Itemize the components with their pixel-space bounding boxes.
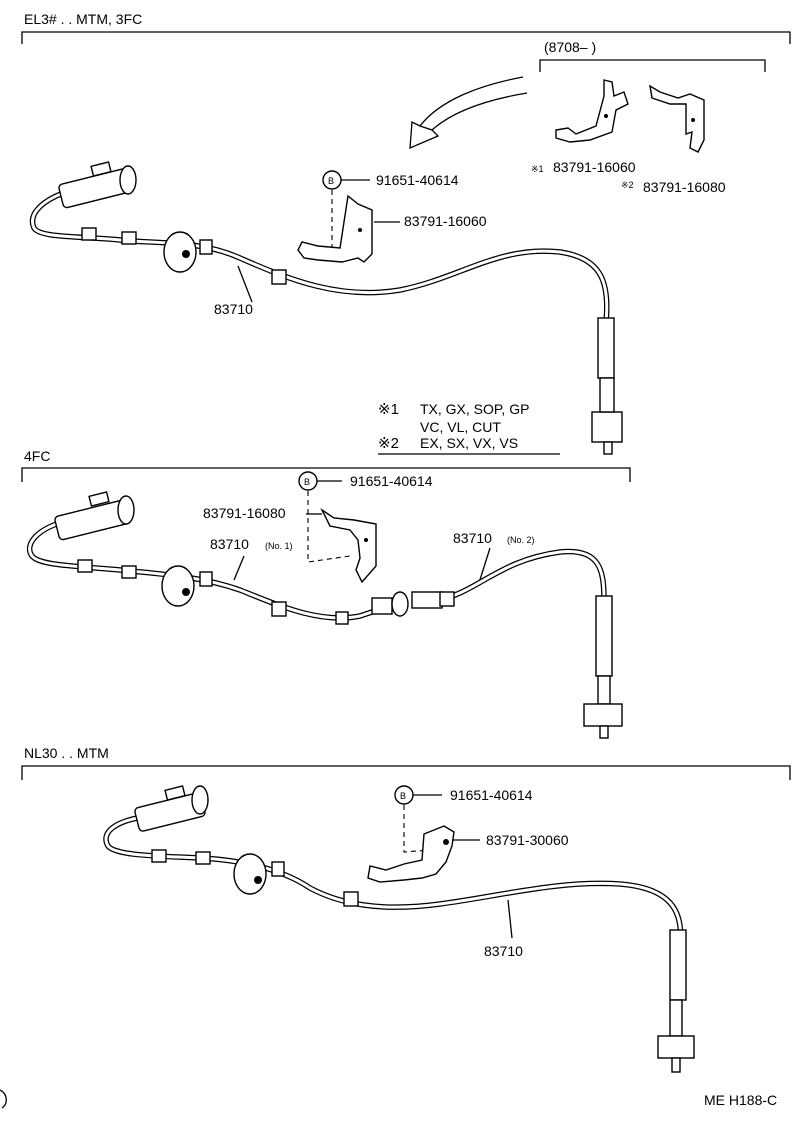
inset-note2-mark: ※2 xyxy=(621,180,634,190)
inset-bracket-line xyxy=(539,59,766,72)
speedometer-cable xyxy=(29,161,623,455)
cable-part-number: 83710 xyxy=(484,943,523,959)
inset-bracket-1 xyxy=(555,79,629,143)
section-title: NL30 . . MTM xyxy=(24,745,109,761)
bracket-part-number: 83791-16060 xyxy=(404,213,487,229)
bolt-b-letter: B xyxy=(400,791,406,801)
cable2-part-number: 83710 xyxy=(453,530,492,546)
section-bracket-line xyxy=(21,765,791,780)
section-bracket-line xyxy=(21,467,631,482)
section-title: 4FC xyxy=(24,448,50,464)
inset-note1-part: 83791-16060 xyxy=(553,159,636,175)
cable-part-number: 83710 xyxy=(214,301,253,317)
bolt-b-letter: B xyxy=(304,477,310,487)
note1-mark: ※1 xyxy=(378,401,399,418)
bolt-part-number: 91651-40614 xyxy=(450,787,533,803)
bolt-part-number: 91651-40614 xyxy=(350,473,433,489)
speedometer-cable-no2 xyxy=(411,548,623,739)
note2-mark: ※2 xyxy=(378,435,399,452)
bracket-part xyxy=(367,825,455,883)
note1-line2: VC, VL, CUT xyxy=(420,419,501,435)
inset-bracket-2 xyxy=(649,84,705,153)
bracket-part xyxy=(320,507,377,584)
cable1-part-number: 83710 xyxy=(210,536,249,552)
speedometer-cable-no1 xyxy=(26,491,409,625)
dashed-guide xyxy=(307,491,351,563)
section-nl30: NL30 . . MTM B 91651-40614 83791-30060 xyxy=(21,745,791,1073)
note1-line1: TX, GX, SOP, GP xyxy=(420,401,529,417)
bracket-part-number: 83791-16080 xyxy=(203,505,286,521)
section-title: EL3# . . MTM, 3FC xyxy=(24,11,142,27)
bolt-part-number: 91651-40614 xyxy=(376,172,459,188)
speedometer-cable xyxy=(103,785,695,1073)
section-el3: EL3# . . MTM, 3FC (8708– ) ※1 83791-1606… xyxy=(21,11,791,455)
inset-note1-mark: ※1 xyxy=(531,164,544,174)
leader-line xyxy=(237,265,253,303)
cable2-suffix: (No. 2) xyxy=(507,535,535,545)
bracket-part-number: 83791-30060 xyxy=(486,832,569,848)
note2-line1: EX, SX, VX, VS xyxy=(420,435,518,451)
dashed-guide xyxy=(403,805,431,853)
inset-note2-part: 83791-16080 xyxy=(643,179,726,195)
section-bracket-line xyxy=(21,31,791,44)
bolt-b-letter: B xyxy=(328,176,334,186)
leader-line xyxy=(507,899,513,939)
page-mark xyxy=(0,1089,7,1109)
bracket-part xyxy=(297,194,373,263)
cable1-suffix: (No. 1) xyxy=(265,541,293,551)
diagram-code: ME H188-C xyxy=(704,1092,777,1108)
leader-line xyxy=(233,555,245,581)
arrow-icon xyxy=(409,76,528,150)
inset-header: (8708– ) xyxy=(544,39,596,55)
section-4fc: 4FC B 91651-40614 83791-16080 83710 (No.… xyxy=(21,448,631,739)
